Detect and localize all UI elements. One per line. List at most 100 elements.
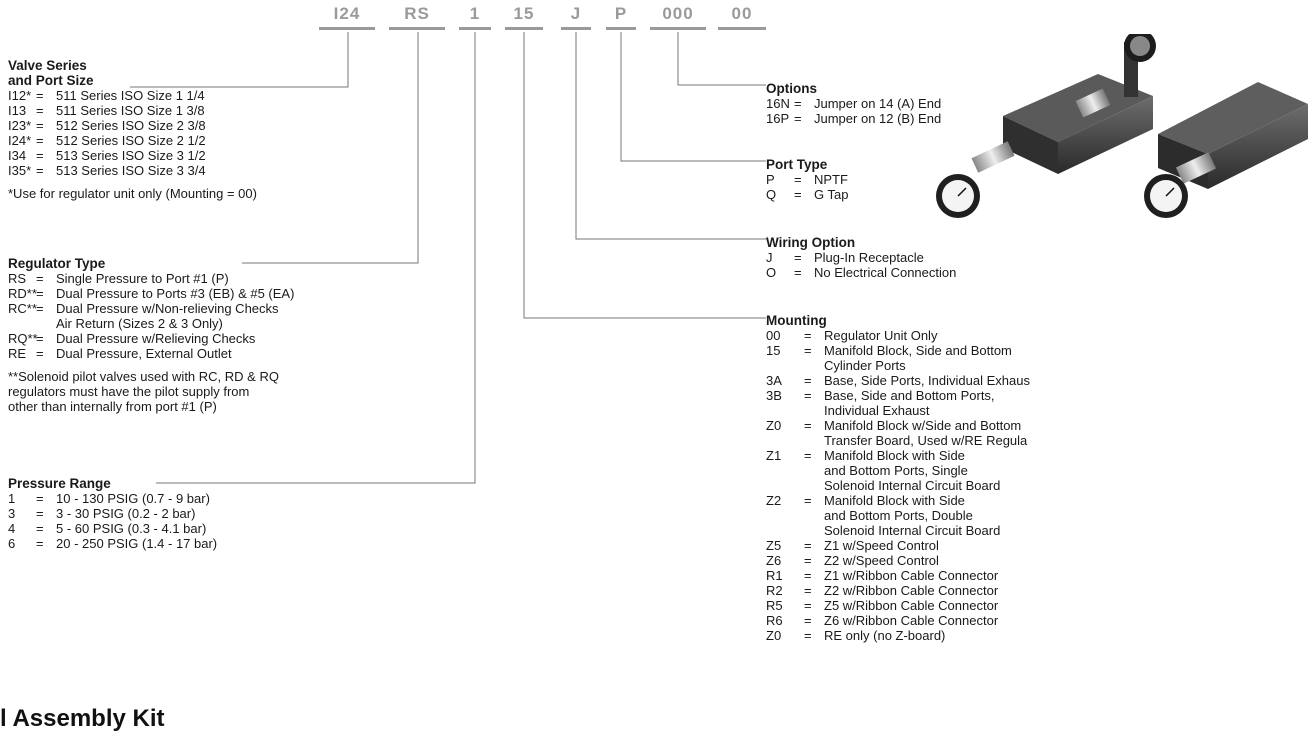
regulator-type-title: Regulator Type (8, 256, 106, 271)
spec-code: I34 (8, 148, 27, 163)
spec-description: Z2 w/Speed Control (824, 553, 939, 568)
spec-row: RS = Single Pressure to Port #1 (P) (8, 271, 294, 286)
spec-description: and Bottom Ports, Single (824, 463, 968, 478)
spec-description: Manifold Block with Side (824, 493, 965, 508)
spec-description: 3 - 30 PSIG (0.2 - 2 bar) (56, 506, 196, 521)
equals-sign (804, 463, 824, 478)
leader-line-mounting (523, 32, 766, 319)
spec-code: R2 (766, 583, 783, 598)
spec-description: Individual Exhaust (824, 403, 930, 418)
leader-line-regulator-type (242, 32, 419, 264)
equals-sign: = (804, 553, 812, 568)
spec-code: 1 (8, 491, 16, 506)
spec-code: 3B (766, 388, 782, 403)
spec-code: Z6 (766, 553, 782, 568)
spec-code: RS (8, 271, 27, 286)
regulator-type-list: RS = Single Pressure to Port #1 (P)RD**=Du… (8, 271, 294, 361)
equals-sign: = (804, 373, 812, 388)
spec-description: Transfer Board, Used w/RE Regula (824, 433, 1028, 448)
spec-description: 513 Series ISO Size 3 3/4 (56, 163, 206, 178)
spec-code: R5 (766, 598, 783, 613)
code-segment-trailing: 00 (718, 4, 766, 30)
valve-series-note: *Use for regulator unit only (Mounting =… (8, 186, 257, 201)
valve-unit-right-icon (1144, 82, 1308, 218)
equals-sign: = (36, 536, 44, 551)
equals-sign: = (36, 271, 44, 286)
code-segment-pressure-range: 1 (459, 4, 491, 30)
spec-row: Q=G Tap (766, 187, 848, 202)
spec-description: 512 Series ISO Size 2 3/8 (56, 118, 206, 133)
spec-description: No Electrical Connection (814, 265, 957, 280)
valve-series-title-line2: and Port Size (8, 73, 94, 88)
equals-sign: = (36, 301, 44, 316)
equals-sign: = (36, 118, 44, 133)
spec-description: Solenoid Internal Circuit Board (824, 478, 1001, 493)
spec-description: 511 Series ISO Size 1 1/4 (56, 88, 205, 103)
spec-code: Z0 (766, 418, 782, 433)
spec-row: Z0=Manifold Block w/Side and Bottom (766, 418, 1030, 433)
equals-sign: = (804, 343, 812, 358)
spec-code: I35* (8, 163, 32, 178)
valve-regulator-product-photo (936, 34, 1308, 218)
spec-code: Z0 (766, 628, 782, 643)
spec-row: I35*=513 Series ISO Size 3 3/4 (8, 163, 257, 178)
spec-description: and Bottom Ports, Double (824, 508, 973, 523)
equals-sign: = (36, 148, 44, 163)
spec-description: 511 Series ISO Size 1 3/8 (56, 103, 205, 118)
equals-sign: = (36, 506, 44, 521)
spec-code: I13 (8, 103, 27, 118)
spec-row: Z6 = Z2 w/Speed Control (766, 553, 1030, 568)
leader-line-wiring-option (575, 32, 766, 240)
spec-row: R2=Z2 w/Ribbon Cable Connector (766, 583, 1030, 598)
spec-row: RD**=Dual Pressure to Ports #3 (EB) & #5… (8, 286, 294, 301)
equals-sign: = (804, 388, 812, 403)
spec-code: J (766, 250, 773, 265)
spec-code: 3 (8, 506, 16, 521)
spec-description: 513 Series ISO Size 3 1/2 (56, 148, 206, 163)
spec-description: 5 - 60 PSIG (0.3 - 4.1 bar) (56, 521, 207, 536)
valve-unit-left-icon (936, 34, 1156, 218)
equals-sign: = (36, 491, 44, 506)
spec-code (766, 403, 804, 418)
spec-code: RQ** (8, 331, 38, 346)
code-segment-valve-series: I24 (319, 4, 375, 30)
spec-row: and Bottom Ports, Single (766, 463, 1030, 478)
spec-row: I13 = 511 Series ISO Size 1 3/8 (8, 103, 257, 118)
spec-row: Z5=Z1 w/Speed Control (766, 538, 1030, 553)
spec-code: Z1 (766, 448, 782, 463)
spec-row: 6 = 20 - 250 PSIG (1.4 - 17 bar) (8, 536, 217, 551)
equals-sign: = (36, 103, 44, 118)
spec-row: RE=Dual Pressure, External Outlet (8, 346, 294, 361)
spec-row: I34 = 513 Series ISO Size 3 1/2 (8, 148, 257, 163)
spec-row: 3A=Base, Side Ports, Individual Exhaus (766, 373, 1030, 388)
equals-sign: = (804, 628, 812, 643)
spec-description: Solenoid Internal Circuit Board (824, 523, 1001, 538)
leader-line-options (677, 32, 766, 86)
equals-sign: = (36, 331, 44, 346)
mounting-title: Mounting (766, 313, 827, 328)
spec-description: Single Pressure to Port #1 (P) (56, 271, 229, 286)
spec-row: R5=Z5 w/Ribbon Cable Connector (766, 598, 1030, 613)
spec-row: R6=Z6 w/Ribbon Cable Connector (766, 613, 1030, 628)
spec-description: Manifold Block, Side and Bottom (824, 343, 1012, 358)
spec-description: Plug-In Receptacle (814, 250, 924, 265)
code-segment-port-type: P (606, 4, 636, 30)
equals-sign (804, 358, 824, 373)
spec-code: 6 (8, 536, 16, 551)
spec-row: RQ**=Dual Pressure w/Relieving Checks (8, 331, 294, 346)
spec-row: 16P=Jumper on 12 (B) End (766, 111, 941, 126)
spec-row: J=Plug-In Receptacle (766, 250, 956, 265)
spec-description: 20 - 250 PSIG (1.4 - 17 bar) (56, 536, 218, 551)
spec-row: Z2=Manifold Block with Side (766, 493, 1030, 508)
regulator-type-note: **Solenoid pilot valves used with RC, RD… (8, 369, 294, 414)
wiring-option-title: Wiring Option (766, 235, 856, 250)
spec-description: Manifold Block w/Side and Bottom (824, 418, 1022, 433)
equals-sign: = (36, 286, 44, 301)
spec-code: I23* (8, 118, 32, 133)
spec-code: 3A (766, 373, 782, 388)
equals-sign: = (794, 172, 802, 187)
spec-description: Dual Pressure w/Non-relieving Checks (56, 301, 279, 316)
spec-code: O (766, 265, 777, 280)
